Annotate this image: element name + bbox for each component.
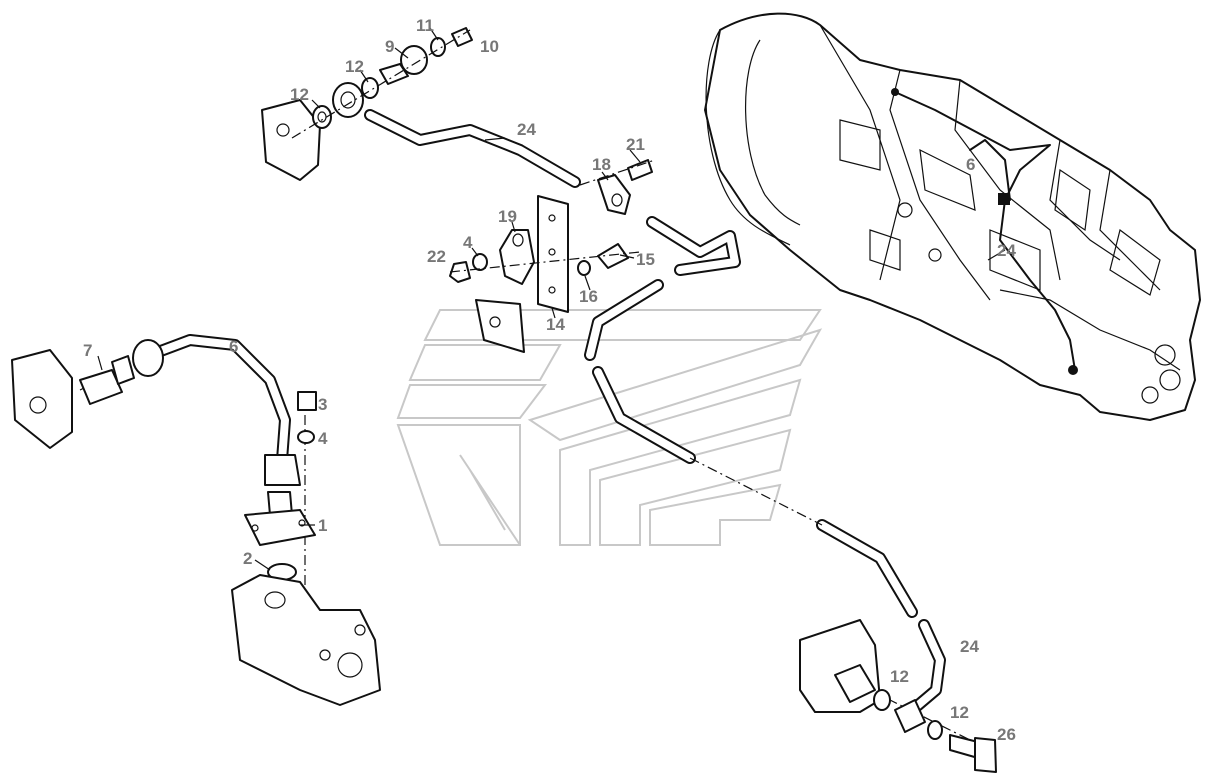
callout-6a: 6 (966, 155, 975, 174)
callout-4b: 4 (318, 429, 328, 448)
callout-9: 9 (385, 37, 394, 56)
callout-labels: 11 10 9 12 12 24 21 18 19 4 22 15 16 14 … (83, 16, 1016, 744)
callout-12d: 12 (950, 703, 969, 722)
transmission-pipe (891, 88, 1078, 375)
callout-3: 3 (318, 395, 327, 414)
callout-15: 15 (636, 250, 655, 269)
callout-12c: 12 (890, 667, 909, 686)
callout-1: 1 (318, 516, 327, 535)
middle-pipe (584, 216, 946, 718)
callout-leaders (97, 27, 1006, 571)
callout-10: 10 (480, 37, 499, 56)
callout-24b: 24 (997, 241, 1016, 260)
callout-16: 16 (579, 287, 598, 306)
callout-21: 21 (626, 135, 645, 154)
lower-right-fitting (799, 619, 997, 773)
callout-24a: 24 (517, 120, 536, 139)
callout-22: 22 (427, 247, 446, 266)
bracket-assembly (449, 159, 653, 353)
callout-18: 18 (592, 155, 611, 174)
callout-4a: 4 (463, 233, 473, 252)
callout-19: 19 (498, 207, 517, 226)
callout-12b: 12 (290, 85, 309, 104)
callout-24c: 24 (960, 637, 979, 656)
callout-6b: 6 (229, 337, 238, 356)
callout-14: 14 (546, 315, 565, 334)
callout-7: 7 (83, 341, 92, 360)
callout-11a: 11 (416, 16, 434, 35)
callout-2: 2 (243, 549, 252, 568)
watermark-logo (396, 309, 823, 546)
upper-pipe-assembly (261, 27, 581, 188)
callout-12a: 12 (345, 57, 364, 76)
transmission-housing (704, 12, 1201, 421)
callout-26: 26 (997, 725, 1016, 744)
left-pipe-assembly (11, 334, 381, 706)
